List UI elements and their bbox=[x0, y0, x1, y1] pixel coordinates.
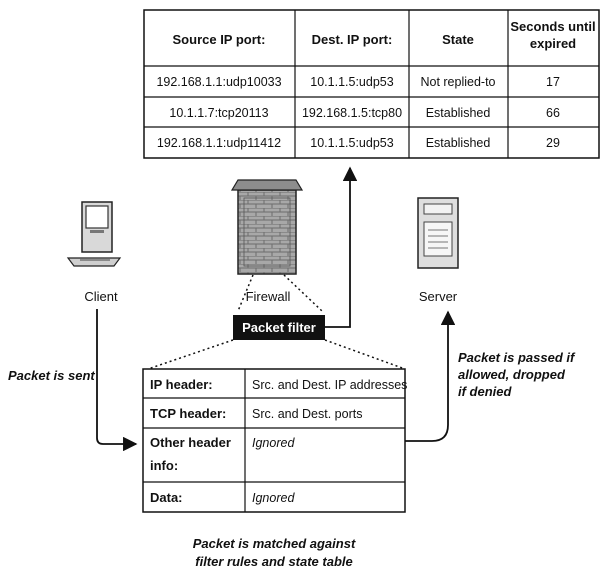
state-table-cell: 192.168.1.5:tcp80 bbox=[302, 106, 402, 120]
state-table-cell: 66 bbox=[546, 106, 560, 120]
packet-passed-note: allowed, dropped bbox=[458, 367, 566, 382]
packet-table: IP header: Src. and Dest. IP addresses T… bbox=[142, 368, 407, 513]
arrow-to-state-table bbox=[325, 166, 358, 328]
firewall-dotted-line bbox=[283, 274, 323, 312]
state-table-cell: Established bbox=[426, 106, 491, 120]
packet-sent-note: Packet is sent bbox=[8, 368, 95, 383]
packet-table-border bbox=[142, 368, 406, 513]
firewall-label: Firewall bbox=[246, 289, 291, 304]
client-label: Client bbox=[84, 289, 118, 304]
packet-matched-note: filter rules and state table bbox=[195, 554, 353, 569]
arrow-client-to-filter bbox=[96, 309, 138, 452]
packet-table-value: Src. and Dest. ports bbox=[252, 407, 362, 421]
state-table-header: Seconds until bbox=[510, 19, 595, 34]
state-table-header: State bbox=[442, 32, 474, 47]
packet-table-value: Ignored bbox=[252, 491, 295, 505]
server-computer-icon bbox=[417, 197, 459, 269]
packet-filter-box bbox=[233, 315, 325, 340]
state-table-header: expired bbox=[530, 36, 576, 51]
packet-filter-label: Packet filter bbox=[242, 320, 316, 335]
filter-dotted-line bbox=[324, 339, 406, 370]
state-table-cell: 10.1.1.5:udp53 bbox=[310, 136, 393, 150]
packet-passed-note: Packet is passed if bbox=[458, 350, 576, 365]
filter-dotted-line bbox=[147, 339, 234, 370]
state-table-cell: 17 bbox=[546, 75, 560, 89]
packet-passed-note: if denied bbox=[458, 384, 513, 399]
packet-table-label: IP header: bbox=[150, 377, 213, 392]
packet-table-label: info: bbox=[150, 458, 178, 473]
packet-table-label: Other header bbox=[150, 435, 231, 450]
state-table-border bbox=[143, 9, 600, 159]
arrow-filter-to-server bbox=[405, 310, 456, 442]
state-table-header: Source IP port: bbox=[173, 32, 266, 47]
state-table-cell: 29 bbox=[546, 136, 560, 150]
state-table-cell: 192.168.1.1:udp11412 bbox=[157, 136, 281, 150]
packet-table-value: Ignored bbox=[252, 436, 295, 450]
state-table-cell: Not replied-to bbox=[420, 75, 495, 89]
firewall-icon bbox=[230, 179, 304, 275]
packet-matched-note: Packet is matched against bbox=[193, 536, 356, 551]
state-table-cell: 10.1.1.5:udp53 bbox=[310, 75, 393, 89]
packet-table-value: Src. and Dest. IP addresses bbox=[252, 378, 407, 392]
state-table-cell: 192.168.1.1:udp10033 bbox=[156, 75, 281, 89]
state-table-cell: 10.1.1.7:tcp20113 bbox=[169, 106, 268, 120]
state-table-header: Dest. IP port: bbox=[312, 32, 393, 47]
firewall-dotted-line bbox=[237, 274, 254, 312]
packet-table-label: TCP header: bbox=[150, 406, 226, 421]
packet-table-label: Data: bbox=[150, 490, 183, 505]
server-label: Server bbox=[419, 289, 458, 304]
state-table-cell: Established bbox=[426, 136, 491, 150]
state-table: Source IP port: Dest. IP port: State Sec… bbox=[143, 9, 600, 159]
client-computer-icon bbox=[66, 201, 122, 267]
